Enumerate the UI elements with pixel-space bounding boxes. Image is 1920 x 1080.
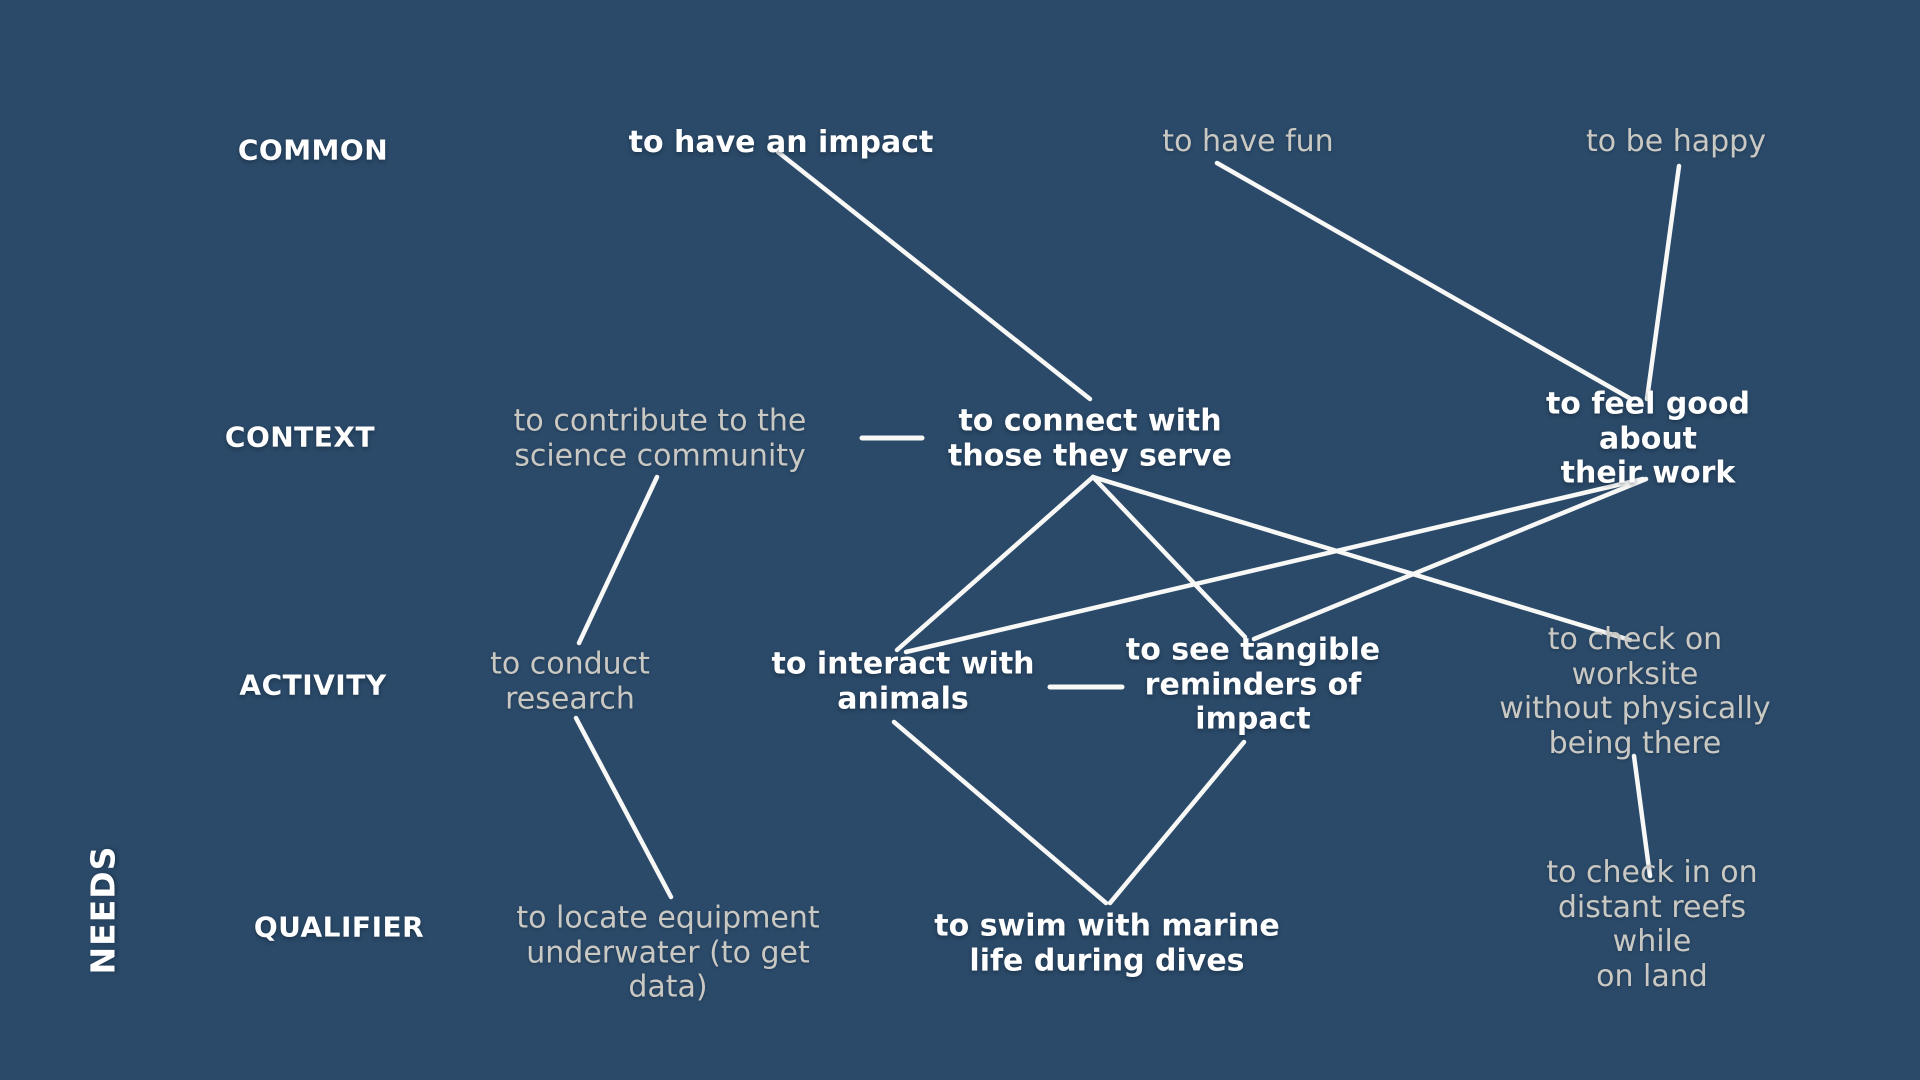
edge-connect-worksite [1090,474,1633,643]
diagram-node-worksite: to check on worksite without physically … [1499,622,1771,761]
diagram-node-happy: to be happy [1586,123,1766,159]
edge-connect-seetangible [1090,474,1248,640]
edge-fun-feelgood [1214,160,1634,402]
diagram-node-locate: to locate equipment underwater (to get d… [516,900,820,1005]
edge-connect-interact [894,474,1096,653]
diagram-node-feelgood: to feel good about their work [1545,386,1751,491]
diagram-node-research: to conduct research [490,646,650,716]
row-label-common: COMMON [237,133,389,167]
row-label-activity: ACTIVITY [239,668,387,702]
edge-feelgood-interact [903,476,1646,655]
diagram-node-seetangible: to see tangible reminders of impact [1125,632,1381,737]
diagram-node-distant: to check in on distant reefs while on la… [1546,855,1758,994]
edge-interact-swim [891,719,1109,906]
diagram-node-interact: to interact with animals [771,646,1035,716]
diagram-node-fun: to have fun [1162,123,1334,159]
edge-happy-feelgood [1644,163,1682,402]
row-label-context: CONTEXT [224,420,376,454]
diagram-node-connect: to connect with those they serve [948,403,1232,473]
edge-contribute-research [576,474,660,646]
edge-impact-connect [775,149,1093,402]
edge-feelgood-seetangible [1251,476,1649,642]
axis-title-needs: NEEDS [83,845,123,975]
edge-seetangible-swim [1107,739,1247,906]
diagram-node-impact: to have an impact [628,124,934,160]
row-label-qualifier: QUALIFIER [253,910,425,944]
edge-research-locate [573,715,674,900]
edge-worksite-distant [1631,753,1653,879]
diagram-node-contribute: to contribute to the science community [513,403,807,473]
diagram-node-swim: to swim with marine life during dives [934,908,1280,978]
